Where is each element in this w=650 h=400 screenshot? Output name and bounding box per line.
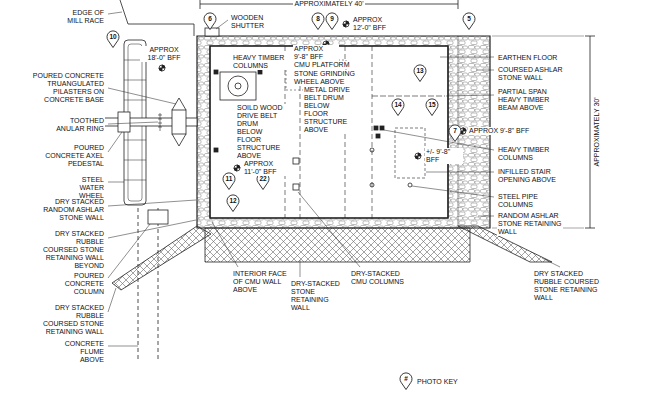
note-label: INFILLED STAIR OPENING ABOVE xyxy=(497,168,571,184)
dimension-label: APPROXIMATELY 30' xyxy=(593,96,601,167)
callout-number: 6 xyxy=(203,12,217,25)
note-label: DRY STACKED RUBBLE COURSED STONE RETAINI… xyxy=(39,230,105,270)
note-label: APPROX 18'-0" BFF xyxy=(140,46,188,62)
callout-number: 11 xyxy=(222,172,236,185)
note-label: INTERIOR FACE OF CMU WALL ABOVE xyxy=(232,270,290,294)
note-label: POURED CONCRETE AXEL PEDESTAL xyxy=(41,144,105,168)
note-label: POURED CONCRETE TRUANGULATED PILASTERS O… xyxy=(31,72,105,104)
note-label: CMU PLATFORM xyxy=(293,61,350,69)
note-label: APPROX 12'-0" BFF xyxy=(352,16,398,32)
callout-number: 15 xyxy=(425,98,439,111)
photo-key-marker: 6 xyxy=(203,12,217,30)
callout-number: 10 xyxy=(106,30,120,43)
photo-key-marker: 13 xyxy=(413,64,427,82)
note-label: DRY-STACKED STONE RETAINING WALL xyxy=(290,280,348,312)
note-label: STEEL WATER WHEEL xyxy=(55,176,105,200)
note-label: METAL DRIVE BELT DRUM BELOW FLOOR STRUCT… xyxy=(303,86,355,134)
callout-number: 12 xyxy=(226,194,240,207)
note-label: WOODEN SHUTTER xyxy=(230,14,274,30)
photo-key-marker: 12 xyxy=(226,194,240,212)
photo-key-marker: # xyxy=(399,372,413,390)
callout-number: 13 xyxy=(413,64,427,77)
note-label: DRY STACKED RANDOM ASHLAR STONE WALL xyxy=(41,198,105,222)
note-label: SOILD WOOD DRIVE BELT DRUM BELOW FLOOR S… xyxy=(236,104,286,160)
note-label: STEEL PIPE COLUMNS xyxy=(497,193,561,209)
note-label: APPROX 11'-0" BFF xyxy=(243,160,289,176)
photo-key-marker: 10 xyxy=(106,30,120,48)
note-label: EDGE OF MILL RACE xyxy=(55,9,105,25)
note-label: APPROX 9'-8" BFF xyxy=(468,127,530,135)
photo-key-marker: 9 xyxy=(325,12,339,30)
photo-key-marker: 14 xyxy=(391,98,405,116)
note-label: STONE GRINDING WHEEL ABOVE xyxy=(293,70,363,86)
photo-key-marker: 15 xyxy=(425,98,439,116)
note-label: CONCRETE FLUME ABOVE xyxy=(55,340,105,364)
note-label: PARTIAL SPAN HEAVY TIMBER BEAM ABOVE xyxy=(497,88,561,112)
note-label: HEAVY TIMBER COLUMNS xyxy=(232,54,296,70)
photo-key-marker: 7 xyxy=(448,124,462,142)
note-label: COURSED ASHLAR STONE WALL xyxy=(497,66,571,82)
photo-key-marker: 11 xyxy=(222,172,236,190)
note-label: RANDOM ASHLAR STONE RETAINING WALL xyxy=(497,212,563,236)
callout-number: 14 xyxy=(391,98,405,111)
photo-key-marker: 5 xyxy=(462,12,476,30)
note-label: POURED CONCRETE COLUMN xyxy=(41,272,105,296)
callout-number: 5 xyxy=(462,12,476,25)
note-label: EARTHEN FLOOR xyxy=(497,54,558,62)
photo-key-marker: 8 xyxy=(311,12,325,30)
callout-number: 7 xyxy=(448,124,462,137)
note-label: DRY STACKED RUBBLE COURSED STONE RETAINI… xyxy=(39,304,105,336)
callout-number: 9 xyxy=(325,12,339,25)
callout-number: # xyxy=(399,372,413,385)
note-label: PHOTO KEY xyxy=(416,378,459,386)
note-label: DRY STACKED RUBBLE COURSED STONE RETAINI… xyxy=(533,270,607,302)
note-label: DRY-STACKED CMU COLUMNS xyxy=(350,270,408,286)
dimension-label: APPROXIMATELY 40' xyxy=(293,0,364,8)
note-label: +/- 9'-8" BFF xyxy=(425,148,463,164)
callout-number: 8 xyxy=(311,12,325,25)
note-label: APPROX 9'-8" BFF xyxy=(293,45,339,61)
note-label: HEAVY TIMBER COLUMNS xyxy=(497,146,561,162)
note-label: TOOTHED ANULAR RING xyxy=(55,117,105,133)
